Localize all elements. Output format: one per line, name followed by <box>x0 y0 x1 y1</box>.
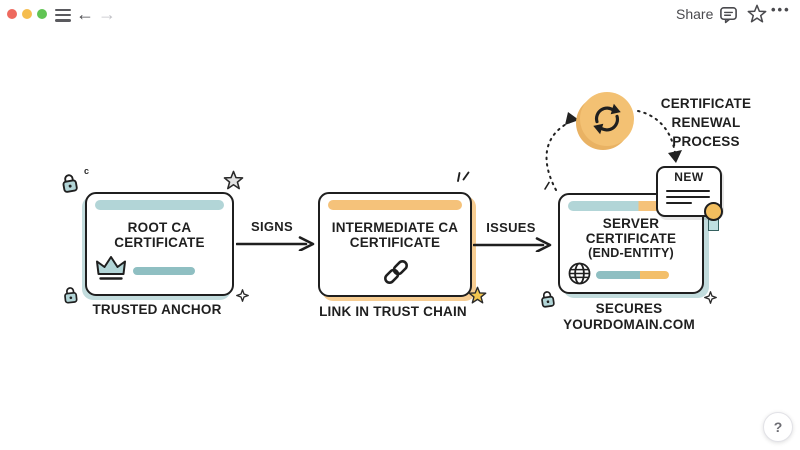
root-ca-title: ROOT CA CERTIFICATE <box>114 220 205 250</box>
badge-text-line <box>666 202 692 205</box>
server-cert-title: SERVER CERTIFICATE (END-ENTITY) <box>585 216 677 260</box>
server-cert-caption: SECURES YOURDOMAIN.COM <box>563 301 695 332</box>
card-header-band <box>568 201 694 211</box>
rosette-seal-icon <box>704 202 723 221</box>
more-options-button[interactable]: ••• <box>771 2 791 17</box>
detail-line <box>596 271 669 279</box>
star-icon <box>468 286 487 305</box>
globe-icon <box>567 261 592 286</box>
signs-arrow <box>236 236 315 251</box>
lock-icon <box>539 288 556 309</box>
new-cert-badge: NEW <box>656 166 723 231</box>
minimize-button[interactable] <box>22 9 32 19</box>
menu-button[interactable] <box>55 9 71 22</box>
badge-text-line <box>666 190 710 193</box>
card-header-band <box>95 200 224 210</box>
lock-icon <box>59 171 79 195</box>
issues-arrow <box>473 237 552 252</box>
issues-label: ISSUES <box>486 220 536 235</box>
close-button[interactable] <box>7 9 17 19</box>
intermediate-ca-title: INTERMEDIATE CA CERTIFICATE <box>331 220 459 250</box>
renewal-cycle-icon <box>580 92 634 146</box>
lock-icon <box>62 284 79 304</box>
detail-line <box>133 267 195 275</box>
comment-icon[interactable] <box>719 5 738 24</box>
star-icon <box>223 170 244 191</box>
crown-icon <box>94 254 128 281</box>
emphasis-strokes-icon <box>457 171 470 182</box>
new-badge-label: NEW <box>674 170 704 184</box>
share-button[interactable]: Share <box>676 6 714 22</box>
card-header-band <box>328 200 462 210</box>
emphasis-strokes-icon <box>544 181 550 190</box>
sparkle-icon <box>704 291 717 304</box>
badge-text-line <box>666 196 710 199</box>
tick-mark: c <box>84 166 90 176</box>
ribbon-icon <box>708 218 719 231</box>
intermediate-ca-caption: LINK IN TRUST CHAIN <box>319 304 467 319</box>
sparkle-icon <box>236 289 249 302</box>
back-button[interactable]: ← <box>76 4 94 24</box>
chain-link-icon <box>380 256 412 288</box>
favorite-star-icon[interactable] <box>747 4 767 24</box>
renewal-process-label: CERTIFICATE RENEWAL PROCESS <box>660 96 752 149</box>
window-controls <box>7 9 47 19</box>
help-button[interactable]: ? <box>763 412 793 442</box>
zoom-button[interactable] <box>37 9 47 19</box>
intermediate-ca-card: INTERMEDIATE CA CERTIFICATE <box>318 192 472 297</box>
root-ca-caption: TRUSTED ANCHOR <box>92 302 222 317</box>
root-ca-card: ROOT CA CERTIFICATE <box>85 192 234 296</box>
signs-label: SIGNS <box>251 219 293 234</box>
forward-button[interactable]: → <box>98 4 116 24</box>
